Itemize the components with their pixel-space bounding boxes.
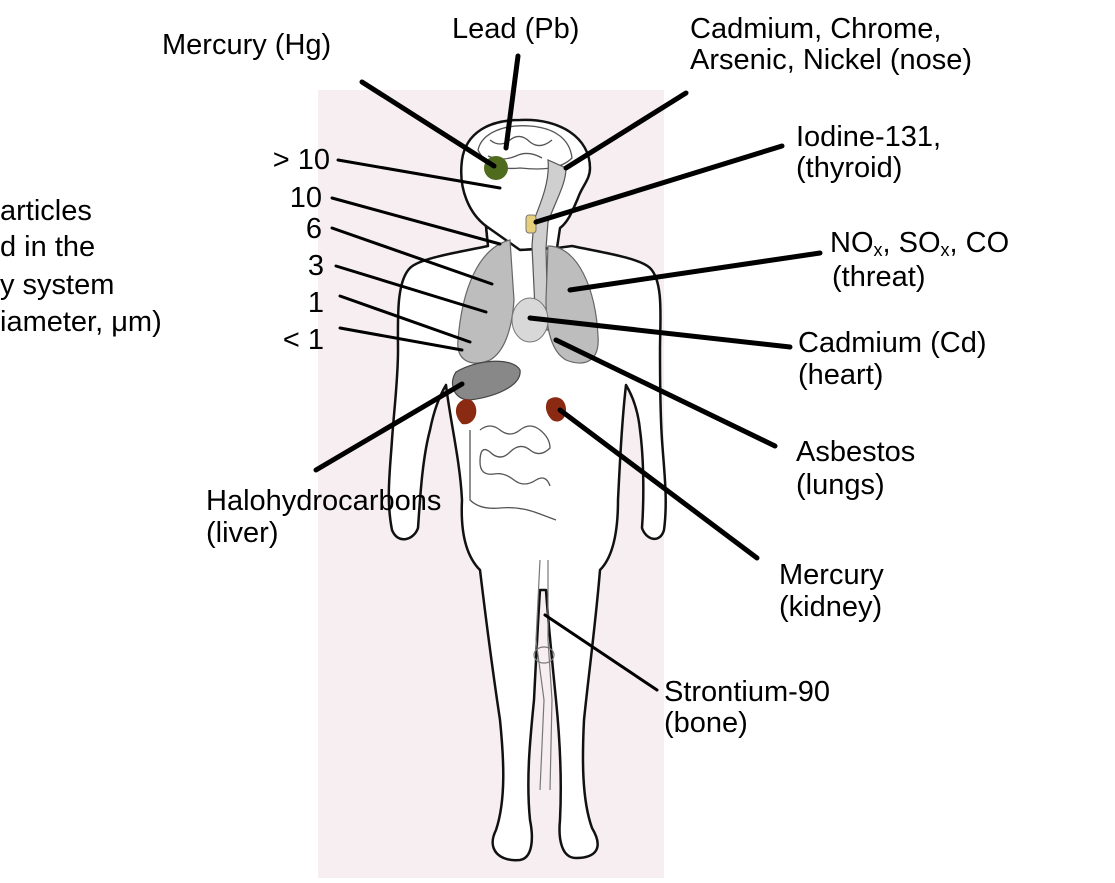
particle-size-1: 1 — [244, 288, 324, 319]
particle-note-line2: d in the — [0, 232, 95, 263]
label-mercury-brain: Mercury (Hg) — [162, 30, 331, 61]
label-asbestos-line2: (lungs) — [796, 470, 885, 501]
label-iodine-line2: (thyroid) — [796, 153, 902, 184]
particle-size-3: 3 — [244, 251, 324, 282]
label-strontium-line1: Strontium-90 — [664, 677, 830, 708]
label-nose-line1: Cadmium, Chrome, — [690, 14, 941, 45]
gas-so: , SO — [883, 227, 941, 259]
label-mercury-kidney-line1: Mercury — [779, 560, 884, 591]
label-halo-line2: (liver) — [206, 518, 279, 549]
label-lead: Lead (Pb) — [452, 14, 579, 45]
label-cadmium-line2: (heart) — [798, 360, 883, 391]
label-strontium-line2: (bone) — [664, 708, 748, 739]
particle-note-line4: iameter, μm) — [0, 307, 162, 338]
gas-co: , CO — [950, 227, 1010, 259]
particle-size-gt10: > 10 — [250, 145, 330, 176]
label-asbestos-line1: Asbestos — [796, 437, 915, 468]
particle-note-line3: y system — [0, 270, 114, 301]
gas-no: NO — [830, 227, 874, 259]
label-throat: (threat) — [832, 262, 925, 293]
particle-size-10: 10 — [242, 183, 322, 214]
particle-size-lt1: < 1 — [244, 325, 324, 356]
particle-size-6: 6 — [242, 214, 322, 245]
label-gases: NOx, SOx, CO — [830, 228, 1009, 259]
label-cadmium-line1: Cadmium (Cd) — [798, 328, 987, 359]
particle-note-line1: articles — [0, 196, 92, 227]
label-nose-line2: Arsenic, Nickel (nose) — [690, 45, 972, 76]
label-halo-line1: Halohydrocarbons — [206, 486, 441, 517]
label-mercury-kidney-line2: (kidney) — [779, 592, 882, 623]
gas-so-sub: x — [941, 240, 950, 260]
label-iodine-line1: Iodine-131, — [796, 122, 941, 153]
gas-no-sub: x — [874, 240, 883, 260]
